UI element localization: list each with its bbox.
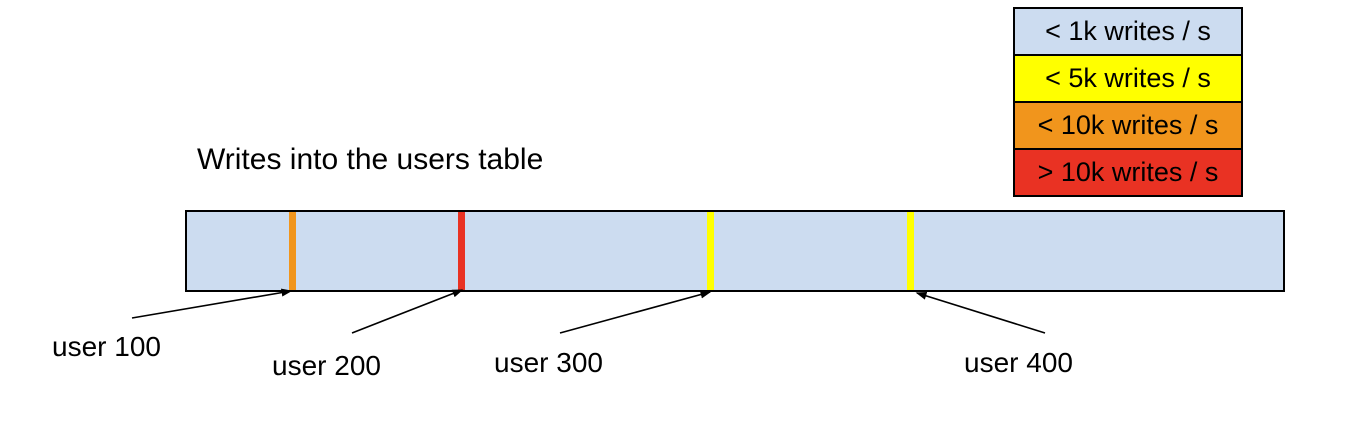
- legend-item-label: > 10k writes / s: [1037, 157, 1219, 187]
- arrow-user-400: [915, 292, 1046, 334]
- legend-item-label: < 5k writes / s: [1045, 63, 1211, 93]
- users-table-bar: [185, 210, 1285, 292]
- label-user-400: user 400: [964, 347, 1073, 378]
- arrow-user-100: [131, 288, 293, 319]
- label-user-300: user 300: [494, 347, 603, 378]
- legend-item-over-10k: > 10k writes / s: [1015, 150, 1241, 195]
- stripe-user-300: [707, 212, 714, 290]
- legend-item-under-5k: < 5k writes / s: [1015, 56, 1241, 103]
- legend-item-under-1k: < 1k writes / s: [1015, 9, 1241, 56]
- legend-item-label: < 1k writes / s: [1045, 16, 1211, 46]
- legend-item-under-10k: < 10k writes / s: [1015, 103, 1241, 150]
- label-user-200: user 200: [272, 350, 381, 381]
- stripe-user-100: [289, 212, 296, 290]
- arrow-user-300: [559, 290, 712, 334]
- stripe-user-200: [458, 212, 465, 290]
- arrow-user-200: [351, 289, 464, 334]
- legend: < 1k writes / s < 5k writes / s < 10k wr…: [1013, 7, 1243, 197]
- diagram-title: Writes into the users table: [197, 143, 544, 176]
- label-user-100: user 100: [52, 331, 161, 362]
- legend-item-label: < 10k writes / s: [1037, 110, 1219, 140]
- stripe-user-400: [907, 212, 914, 290]
